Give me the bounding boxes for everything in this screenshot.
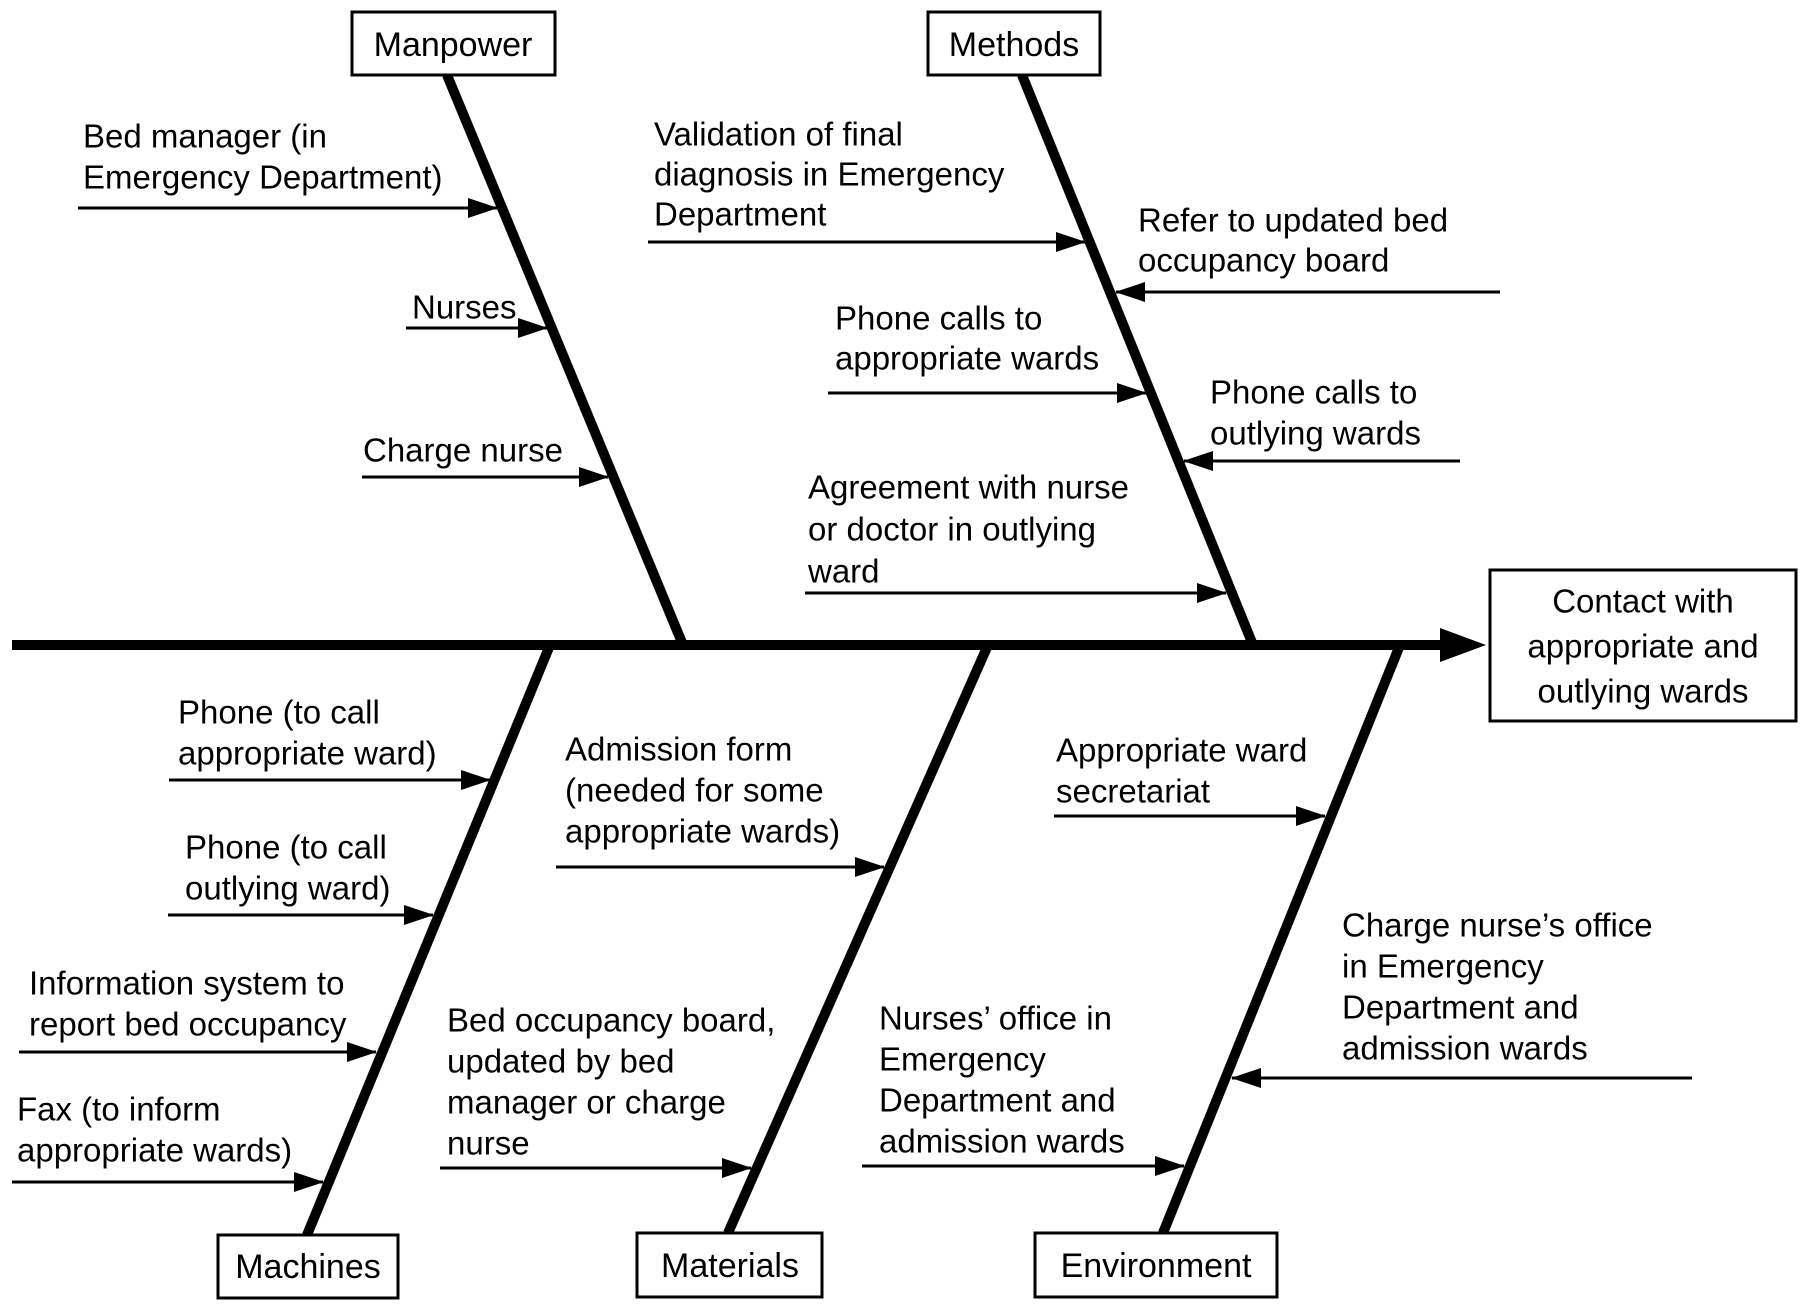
cause-fax: Fax (to inform appropriate wards) bbox=[12, 1091, 324, 1192]
machines-label: Machines bbox=[235, 1248, 381, 1286]
cause-label-line: appropriate wards) bbox=[17, 1132, 292, 1169]
cause-label-line: appropriate ward) bbox=[178, 735, 437, 772]
environment-box bbox=[1033, 1231, 1279, 1299]
effect-box bbox=[1488, 568, 1798, 723]
manpower-box bbox=[350, 10, 557, 77]
cause-charge-nurse-office: Charge nurse’s office in Emergency Depar… bbox=[1231, 907, 1692, 1088]
cause-label-line: Phone (to call bbox=[185, 829, 387, 866]
cause-label-line: Fax (to inform bbox=[17, 1091, 221, 1128]
cause-label-line: (needed for some bbox=[565, 772, 824, 809]
cause-label-line: Charge nurse bbox=[363, 432, 563, 469]
branch-manpower: Manpower Bed manager (in Emergency Depar… bbox=[78, 10, 688, 647]
cause-label-line: ward bbox=[807, 553, 880, 590]
cause-label-line: Emergency bbox=[879, 1041, 1046, 1078]
cause-label-line: nurse bbox=[447, 1125, 530, 1162]
cause-agreement: Agreement with nurse or doctor in outlyi… bbox=[805, 469, 1227, 603]
cause-phone-call-appropriate: Phone (to call appropriate ward) bbox=[169, 694, 491, 790]
cause-label-line: Bed manager (in bbox=[83, 118, 327, 155]
cause-phone-outlying-wards: Phone calls to outlying wards bbox=[1183, 374, 1460, 471]
effect: Contact with appropriate and outlying wa… bbox=[1488, 568, 1798, 723]
cause-label-line: Nurses bbox=[412, 289, 517, 326]
effect-label-line: appropriate and bbox=[1527, 628, 1758, 665]
cause-bed-manager: Bed manager (in Emergency Department) bbox=[78, 118, 498, 218]
machines-box bbox=[216, 1233, 400, 1300]
cause-label-line: Phone (to call bbox=[178, 694, 380, 731]
cause-label-line: Department and bbox=[1342, 989, 1579, 1026]
cause-refer-board: Refer to updated bed occupancy board bbox=[1115, 202, 1500, 302]
cause-label-line: secretariat bbox=[1056, 773, 1210, 810]
branch-methods: Methods Validation of final diagnosis in… bbox=[648, 10, 1500, 647]
cause-label-line: Refer to updated bed bbox=[1138, 202, 1448, 239]
cause-nurses-office: Nurses’ office in Emergency Department a… bbox=[862, 1000, 1185, 1176]
manpower-bone bbox=[442, 73, 688, 647]
manpower-label: Manpower bbox=[374, 26, 533, 64]
cause-label-line: updated by bed bbox=[447, 1043, 675, 1080]
methods-box bbox=[926, 10, 1102, 77]
cause-label-line: outlying wards bbox=[1210, 415, 1421, 452]
effect-label-line: outlying wards bbox=[1538, 673, 1749, 710]
cause-label-line: Validation of final bbox=[654, 116, 903, 153]
cause-label-line: diagnosis in Emergency bbox=[654, 156, 1005, 193]
cause-information-system: Information system to report bed occupan… bbox=[19, 965, 377, 1062]
cause-label-line: occupancy board bbox=[1138, 242, 1389, 279]
cause-label-line: Department bbox=[654, 196, 826, 233]
materials-label: Materials bbox=[661, 1247, 799, 1285]
cause-label-line: appropriate wards) bbox=[565, 813, 840, 850]
spine bbox=[12, 628, 1486, 662]
cause-label-line: or doctor in outlying bbox=[808, 511, 1096, 548]
cause-label-line: admission wards bbox=[1342, 1030, 1588, 1067]
cause-label-line: Information system to bbox=[29, 965, 344, 1002]
materials-bone bbox=[723, 642, 993, 1236]
cause-label-line: admission wards bbox=[879, 1123, 1125, 1160]
cause-label-line: in Emergency bbox=[1342, 948, 1544, 985]
materials-box bbox=[635, 1231, 824, 1299]
cause-label-line: report bed occupancy bbox=[29, 1006, 347, 1043]
cause-phone-appropriate-wards: Phone calls to appropriate wards bbox=[828, 300, 1147, 403]
cause-label-line: appropriate wards bbox=[835, 340, 1099, 377]
cause-label-line: Agreement with nurse bbox=[808, 469, 1129, 506]
cause-ward-secretariat: Appropriate ward secretariat bbox=[1054, 732, 1326, 826]
methods-bone bbox=[1017, 73, 1258, 647]
environment-bone bbox=[1158, 643, 1405, 1235]
cause-label-line: Phone calls to bbox=[835, 300, 1042, 337]
methods-label: Methods bbox=[949, 26, 1079, 64]
cause-label-line: Admission form bbox=[565, 731, 792, 768]
cause-bed-occupancy-board: Bed occupancy board, updated by bed mana… bbox=[440, 1002, 775, 1178]
machines-bone bbox=[302, 643, 555, 1237]
branch-machines: Machines Phone (to call appropriate ward… bbox=[12, 643, 555, 1300]
cause-nurses: Nurses bbox=[406, 289, 548, 338]
cause-label-line: outlying ward) bbox=[185, 870, 390, 907]
cause-label-line: Department and bbox=[879, 1082, 1116, 1119]
cause-charge-nurse: Charge nurse bbox=[362, 432, 609, 487]
cause-phone-call-outlying: Phone (to call outlying ward) bbox=[168, 829, 434, 925]
cause-validation: Validation of final diagnosis in Emergen… bbox=[648, 116, 1086, 252]
environment-label: Environment bbox=[1061, 1247, 1252, 1285]
spine-arrowhead-icon bbox=[1440, 628, 1486, 662]
cause-label-line: Charge nurse’s office bbox=[1342, 907, 1653, 944]
cause-label-line: Appropriate ward bbox=[1056, 732, 1307, 769]
cause-label-line: manager or charge bbox=[447, 1084, 726, 1121]
cause-label-line: Phone calls to bbox=[1210, 374, 1417, 411]
cause-label-line: Nurses’ office in bbox=[879, 1000, 1112, 1037]
branch-environment: Environment Appropriate ward secretariat… bbox=[862, 643, 1692, 1299]
branch-materials: Materials Admission form (needed for som… bbox=[440, 642, 993, 1299]
effect-label-line: Contact with bbox=[1552, 583, 1734, 620]
cause-admission-form: Admission form (needed for some appropri… bbox=[556, 731, 885, 877]
cause-label-line: Bed occupancy board, bbox=[447, 1002, 775, 1039]
cause-label-line: Emergency Department) bbox=[83, 159, 442, 196]
